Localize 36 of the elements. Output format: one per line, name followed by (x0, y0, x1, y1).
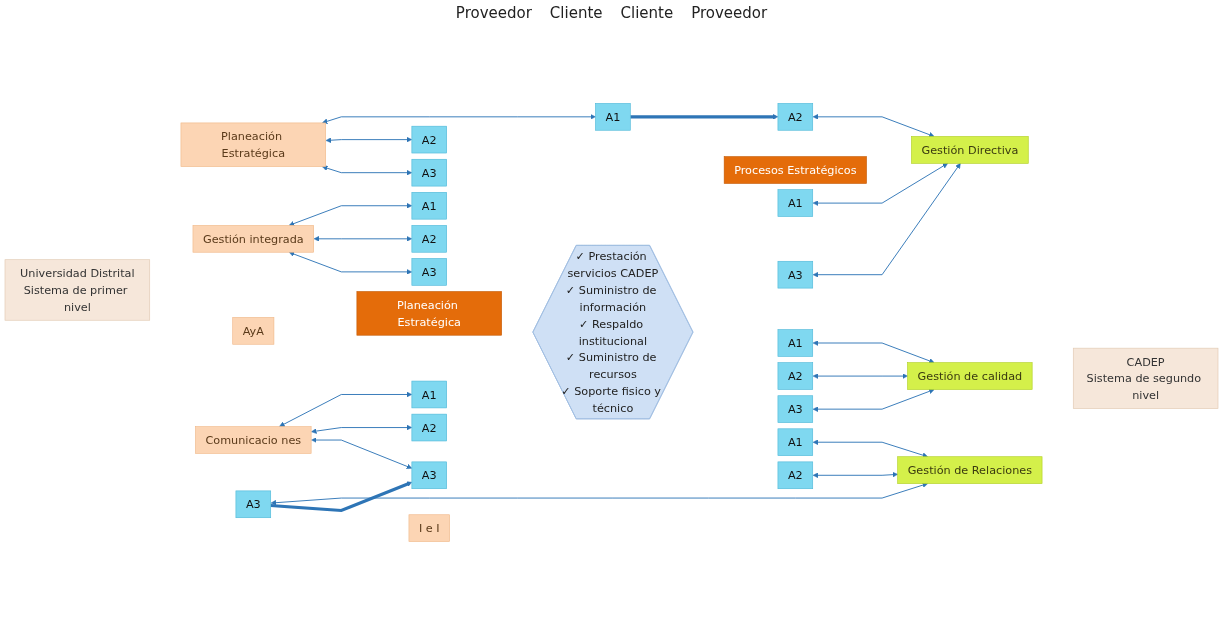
node-box: CADEP Sistema de segundo nivel (1072, 347, 1219, 409)
node-box: A3 (235, 490, 271, 518)
arrow (630, 114, 779, 120)
node-box: AyA (232, 317, 275, 345)
node-box: A3 (411, 158, 447, 187)
node-box: Planeación Estratégica (180, 122, 326, 167)
node-box: A1 (411, 380, 447, 409)
node-box: Gestión Directiva (911, 136, 1029, 164)
connector-label: Cliente (620, 4, 674, 22)
arrow (270, 481, 413, 513)
node-box: A1 (777, 189, 814, 217)
node-box: Gestión de Relaciones (897, 456, 1043, 484)
node-box: Comunicacio nes (195, 426, 312, 454)
node-box: A3 (777, 395, 814, 423)
connector-label: Proveedor (455, 4, 532, 22)
node-box: A2 (777, 461, 814, 489)
node-box: I e I (408, 514, 450, 542)
node-box: Gestión integrada (192, 225, 314, 253)
node-box: A2 (411, 225, 447, 253)
node-box: A2 (411, 125, 447, 154)
connector-label: Proveedor (691, 4, 768, 22)
node-box: A1 (777, 329, 814, 357)
node-box: A1 (595, 103, 631, 131)
node-box: Universidad Distrital Sistema de primer nivel (4, 259, 151, 321)
node-box: A3 (777, 260, 814, 289)
node-box: Gestión de calidad (907, 362, 1033, 390)
node-box: Planeación Estratégica (356, 291, 502, 336)
node-box: A1 (777, 428, 814, 456)
connector-label: Cliente (549, 4, 603, 22)
node-box: A2 (411, 413, 447, 442)
node-box: Procesos Estratégicos (723, 156, 867, 184)
node-box: A3 (411, 461, 447, 489)
node-box: A2 (777, 103, 814, 131)
node-box: A3 (411, 258, 447, 286)
node-box: A2 (777, 362, 814, 390)
node-box: A1 (411, 192, 447, 220)
